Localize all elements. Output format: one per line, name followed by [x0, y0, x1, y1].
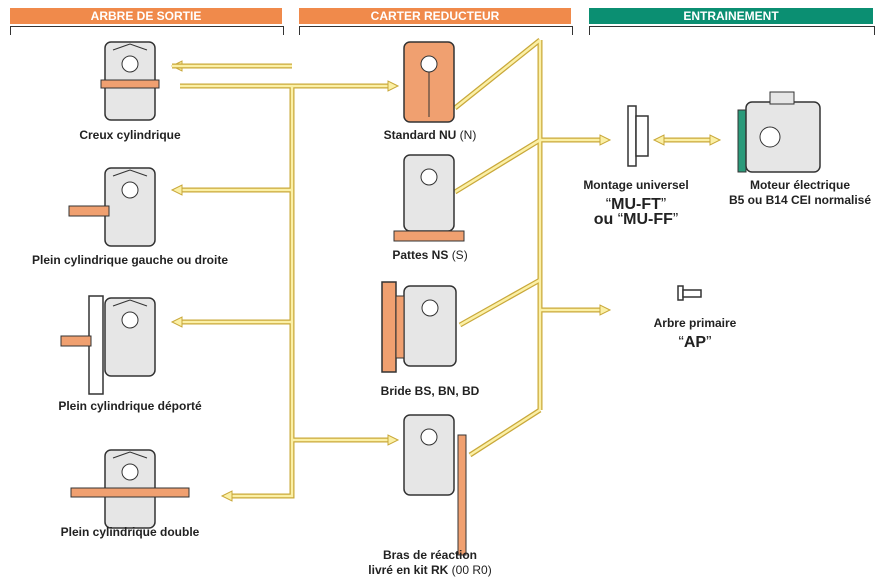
label-standard-nu: Standard NU (N): [383, 128, 477, 142]
housing-flange-icon: [381, 281, 457, 373]
header-drive: ENTRAINEMENT: [589, 8, 873, 24]
label-offset-shaft: Plein cylindrique déporté: [58, 399, 202, 413]
reducer-hollow-icon: [100, 41, 160, 121]
input-shaft-icon: [677, 285, 702, 301]
reducer-double-shaft-icon: [70, 449, 190, 529]
reducer-solid-shaft-icon: [68, 167, 156, 247]
housing-standard-icon: [403, 41, 455, 123]
universal-mount-icon: [627, 105, 649, 167]
arrow-to-motor: [709, 134, 722, 146]
arrow-to-universal: [599, 134, 612, 146]
arrow-to-input-shaft: [599, 304, 612, 316]
connector-lines: [180, 38, 712, 499]
housing-feet-icon: [393, 154, 465, 242]
label-universal-mount: Montage universel “MU-FT” ou “MU-FF”: [583, 178, 689, 228]
bracket-housing: [299, 26, 573, 35]
bracket-drive: [589, 26, 875, 35]
label-hollow-shaft: Creux cylindrique: [79, 128, 181, 142]
arrow-to-double: [220, 490, 233, 502]
bracket-output: [10, 26, 284, 35]
label-feet-ns: Pattes NS (S): [392, 248, 468, 262]
arrow-to-offset: [170, 316, 183, 328]
label-torque-arm: Bras de réaction livré en kit RK (00 R0): [368, 548, 492, 577]
label-electric-motor: Moteur électrique B5 ou B14 CEI normalis…: [728, 178, 872, 207]
label-input-shaft: Arbre primaire “AP”: [653, 316, 737, 351]
label-flange: Bride BS, BN, BD: [380, 384, 480, 398]
arrow-universal-left: [652, 134, 665, 146]
arrow-to-standard: [387, 80, 400, 92]
header-output-shaft: ARBRE DE SORTIE: [10, 8, 282, 24]
arrow-to-solid: [170, 184, 183, 196]
electric-motor-icon: [737, 91, 821, 173]
housing-torque-arm-icon: [403, 414, 467, 556]
reducer-offset-shaft-icon: [60, 295, 156, 395]
header-gear-housing: CARTER REDUCTEUR: [299, 8, 571, 24]
arrow-to-torque-arm: [387, 434, 400, 446]
label-double-shaft: Plein cylindrique double: [60, 525, 200, 539]
label-solid-shaft: Plein cylindrique gauche ou droite: [31, 253, 229, 267]
